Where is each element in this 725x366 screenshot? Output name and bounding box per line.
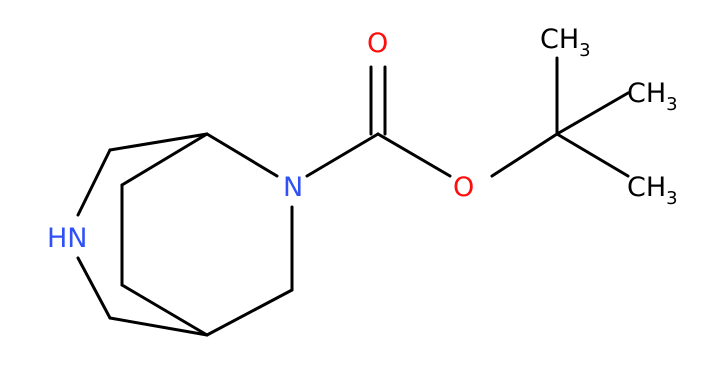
- methyl-label-middle-ch: CH: [627, 78, 666, 109]
- bond-nh-c1: [76, 148, 112, 217]
- atom-labels: HN N O O CH3 CH3 CH3: [47, 24, 678, 254]
- bond-tbu-methyl-bot: [555, 132, 630, 178]
- bond-n-carbonyl: [305, 132, 380, 178]
- atom-label-o-ester: O: [453, 172, 474, 203]
- methyl-label-top-subscript: 3: [579, 40, 590, 61]
- bond-c1-c2: [108, 132, 209, 152]
- bond-oester-tbu: [490, 132, 559, 178]
- atom-label-nh: HN: [47, 223, 88, 254]
- methyl-label-top: CH3: [540, 24, 591, 61]
- atom-label-o-carbonyl: O: [367, 28, 388, 59]
- bond-c4-c5: [108, 316, 209, 337]
- bond-c3-c4: [205, 288, 294, 337]
- methyl-label-bottom: CH3: [627, 172, 678, 209]
- methyl-label-middle-subscript: 3: [666, 94, 677, 115]
- methyl-label-middle: CH3: [627, 78, 678, 115]
- bond-c7-c4: [120, 283, 209, 337]
- methyl-label-bottom-subscript: 3: [666, 188, 677, 209]
- bond-c5-nh: [76, 256, 112, 320]
- bond-carbonyl-oester: [376, 132, 452, 178]
- bond-c2-n: [205, 132, 279, 178]
- bond-c2-c6: [120, 132, 209, 187]
- methyl-label-top-ch: CH: [540, 24, 579, 55]
- bond-tbu-methyl-mid: [555, 91, 630, 136]
- methyl-label-bottom-ch: CH: [627, 172, 666, 203]
- atom-label-n: N: [283, 172, 303, 203]
- bond-lines: [76, 56, 630, 337]
